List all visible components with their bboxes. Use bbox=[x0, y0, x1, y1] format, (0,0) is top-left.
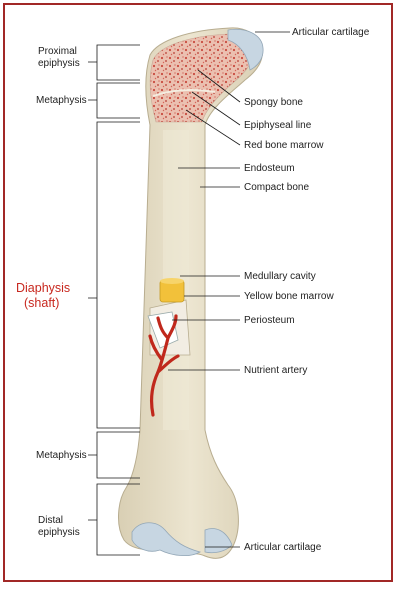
nutrient-artery bbox=[148, 314, 180, 417]
label-diaphysis-shaft: (shaft) bbox=[24, 296, 59, 310]
articular-cartilage-top bbox=[227, 28, 264, 71]
epiphyseal-line bbox=[152, 88, 216, 97]
label-red-bone-marrow: Red bone marrow bbox=[244, 140, 324, 151]
label-medullary-cavity: Medullary cavity bbox=[244, 271, 316, 282]
label-distal-epiphysis-2: epiphysis bbox=[38, 527, 80, 538]
label-spongy-bone: Spongy bone bbox=[244, 97, 303, 108]
label-metaphysis-bottom: Metaphysis bbox=[36, 450, 87, 461]
label-articular-cartilage-top: Articular cartilage bbox=[292, 27, 370, 38]
label-proximal-epiphysis-2: epiphysis bbox=[38, 58, 80, 69]
label-epiphyseal-line: Epiphyseal line bbox=[244, 120, 312, 131]
label-distal-epiphysis-1: Distal bbox=[38, 515, 63, 526]
label-nutrient-artery: Nutrient artery bbox=[244, 365, 307, 376]
right-leaders bbox=[168, 31, 290, 548]
label-diaphysis: Diaphysis bbox=[16, 281, 70, 295]
label-proximal-epiphysis-1: Proximal bbox=[38, 46, 77, 57]
label-articular-cartilage-bottom: Articular cartilage bbox=[244, 542, 322, 553]
left-brackets bbox=[88, 44, 140, 556]
label-compact-bone: Compact bone bbox=[244, 182, 309, 193]
label-endosteum: Endosteum bbox=[244, 163, 295, 174]
articular-cartilage-bottom bbox=[131, 522, 202, 556]
label-metaphysis-top: Metaphysis bbox=[36, 95, 87, 106]
label-yellow-bone-marrow: Yellow bone marrow bbox=[244, 291, 334, 302]
label-periosteum: Periosteum bbox=[244, 315, 295, 326]
